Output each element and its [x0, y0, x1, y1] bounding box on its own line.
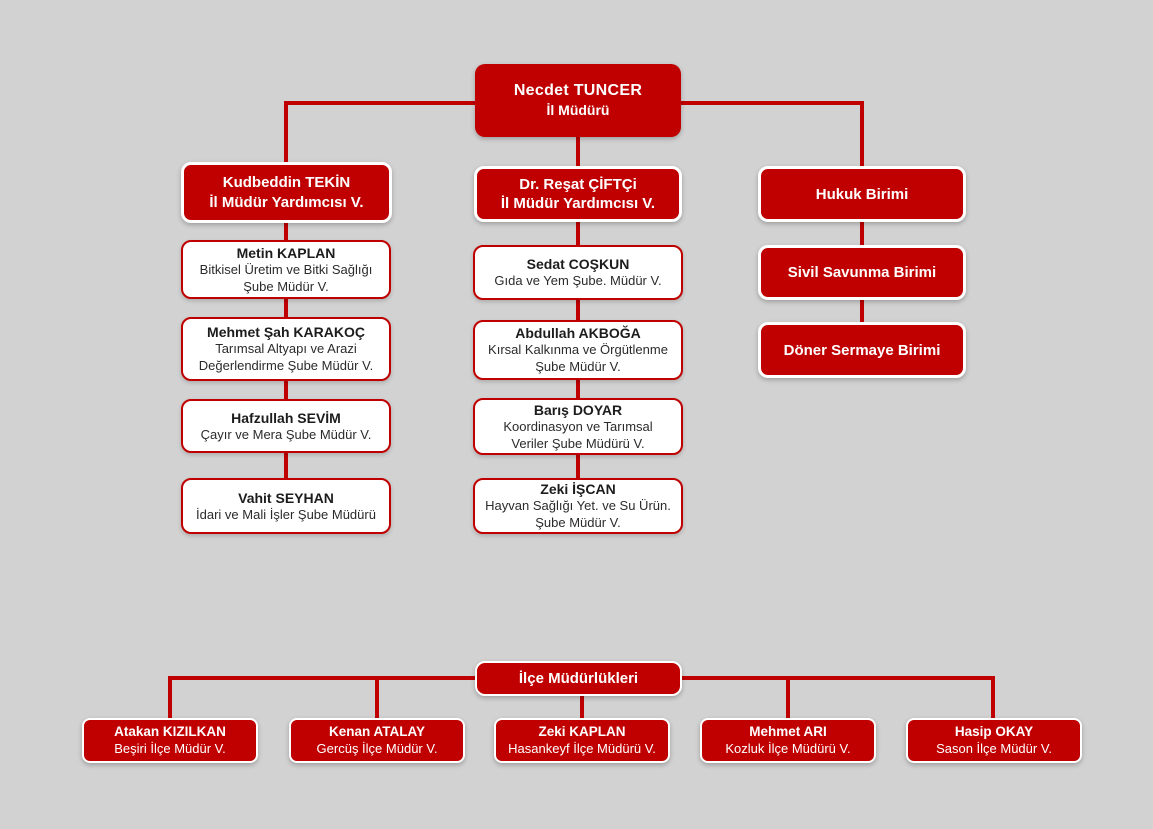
- connector-line: [860, 222, 864, 245]
- node-deputy-resat-ciftci: Dr. Reşat ÇİFTÇi İl Müdür Yardımcısı V.: [474, 166, 682, 222]
- person-title: İl Müdür Yardımcısı V.: [500, 195, 656, 213]
- connector-line: [576, 137, 580, 166]
- person-name: Atakan KIZILKAN: [114, 724, 226, 740]
- unit-label: Hukuk Birimi: [815, 185, 909, 203]
- person-name: Sedat COŞKUN: [526, 256, 630, 273]
- person-title: Beşiri İlçe Müdür V.: [114, 740, 226, 756]
- connector-line: [284, 101, 288, 162]
- connector-line: [576, 380, 580, 398]
- person-name: Vahit SEYHAN: [238, 489, 334, 506]
- connector-line: [284, 453, 288, 478]
- node-district-mehmet-ari: Mehmet ARI Kozluk İlçe Müdürü V.: [700, 718, 876, 763]
- person-title: Gıda ve Yem Şube. Müdür V.: [494, 273, 662, 289]
- connector-line: [284, 223, 288, 240]
- connector-line: [786, 676, 790, 718]
- person-name: Kudbeddin TEKİN: [222, 174, 351, 192]
- node-unit-sivil-savunma-birimi: Sivil Savunma Birimi: [758, 245, 966, 300]
- person-name: Hafzullah SEVİM: [231, 409, 341, 426]
- node-unit-hukuk-birimi: Hukuk Birimi: [758, 166, 966, 222]
- node-zeki-iscan: Zeki İŞCAN Hayvan Sağlığı Yet. ve Su Ürü…: [473, 478, 683, 534]
- person-name: Barış DOYAR: [533, 401, 623, 418]
- node-abdullah-akboga: Abdullah AKBOĞA Kırsal Kalkınma ve Örgüt…: [473, 320, 683, 380]
- person-title: Çayır ve Mera Şube Müdür V.: [200, 426, 372, 442]
- person-name: Abdullah AKBOĞA: [515, 325, 641, 342]
- person-title: İl Müdür Yardımcısı V.: [209, 193, 364, 211]
- person-title: Koordinasyon ve Tarımsal Veriler Şube Mü…: [503, 418, 653, 451]
- node-district-zeki-kaplan: Zeki KAPLAN Hasankeyf İlçe Müdürü V.: [494, 718, 670, 763]
- person-title: Gercüş İlçe Müdür V.: [316, 740, 438, 756]
- connector-line: [860, 101, 864, 166]
- person-title: Hayvan Sağlığı Yet. ve Su Ürün. Şube Müd…: [485, 498, 671, 531]
- connector-line: [576, 455, 580, 478]
- node-director: Necdet TUNCER İl Müdürü: [475, 64, 681, 137]
- districts-header-label: İlçe Müdürlükleri: [518, 670, 639, 687]
- person-name: Zeki KAPLAN: [538, 724, 626, 740]
- connector-line: [580, 694, 584, 718]
- person-name: Zeki İŞCAN: [540, 481, 616, 498]
- node-baris-doyar: Barış DOYAR Koordinasyon ve Tarımsal Ver…: [473, 398, 683, 455]
- person-title: İl Müdürü: [546, 101, 610, 118]
- unit-label: Döner Sermaye Birimi: [783, 341, 941, 359]
- person-title: Bitkisel Üretim ve Bitki Sağlığı Şube Mü…: [199, 261, 373, 294]
- person-name: Mehmet ARI: [749, 724, 827, 740]
- node-vahit-seyhan: Vahit SEYHAN İdari ve Mali İşler Şube Mü…: [181, 478, 391, 534]
- node-metin-kaplan: Metin KAPLAN Bitkisel Üretim ve Bitki Sa…: [181, 240, 391, 299]
- person-name: Hasip OKAY: [954, 724, 1034, 740]
- unit-label: Sivil Savunma Birimi: [787, 264, 937, 281]
- person-title: Kozluk İlçe Müdürü V.: [725, 740, 851, 756]
- person-title: Tarımsal Altyapı ve Arazi Değerlendirme …: [198, 341, 374, 374]
- person-name: Dr. Reşat ÇİFTÇi: [519, 175, 637, 193]
- node-unit-doner-sermaye-birimi: Döner Sermaye Birimi: [758, 322, 966, 378]
- connector-line: [375, 676, 379, 718]
- connector-line: [284, 381, 288, 399]
- node-district-atakan-kizilkan: Atakan KIZILKAN Beşiri İlçe Müdür V.: [82, 718, 258, 763]
- person-name: Mehmet Şah KARAKOÇ: [207, 324, 365, 341]
- connector-line: [576, 300, 580, 320]
- connector-line: [991, 676, 995, 718]
- node-hafzullah-sevim: Hafzullah SEVİM Çayır ve Mera Şube Müdür…: [181, 399, 391, 453]
- node-district-kenan-atalay: Kenan ATALAY Gercüş İlçe Müdür V.: [289, 718, 465, 763]
- connector-line: [576, 222, 580, 245]
- node-mehmet-sah-karakoc: Mehmet Şah KARAKOÇ Tarımsal Altyapı ve A…: [181, 317, 391, 381]
- node-sedat-coskun: Sedat COŞKUN Gıda ve Yem Şube. Müdür V.: [473, 245, 683, 300]
- person-name: Necdet TUNCER: [513, 82, 643, 100]
- node-district-hasip-okay: Hasip OKAY Sason İlçe Müdür V.: [906, 718, 1082, 763]
- person-title: Kırsal Kalkınma ve Örgütlenme Şube Müdür…: [488, 342, 668, 375]
- connector-line: [168, 676, 172, 718]
- person-name: Kenan ATALAY: [328, 724, 425, 740]
- person-title: Sason İlçe Müdür V.: [936, 740, 1052, 756]
- node-deputy-kudbeddin-tekin: Kudbeddin TEKİN İl Müdür Yardımcısı V.: [181, 162, 392, 223]
- person-title: Hasankeyf İlçe Müdürü V.: [508, 740, 656, 756]
- connector-line: [284, 299, 288, 317]
- person-name: Metin KAPLAN: [236, 244, 336, 261]
- connector-line: [860, 300, 864, 322]
- person-title: İdari ve Mali İşler Şube Müdürü: [196, 506, 376, 522]
- node-districts-header: İlçe Müdürlükleri: [475, 661, 682, 696]
